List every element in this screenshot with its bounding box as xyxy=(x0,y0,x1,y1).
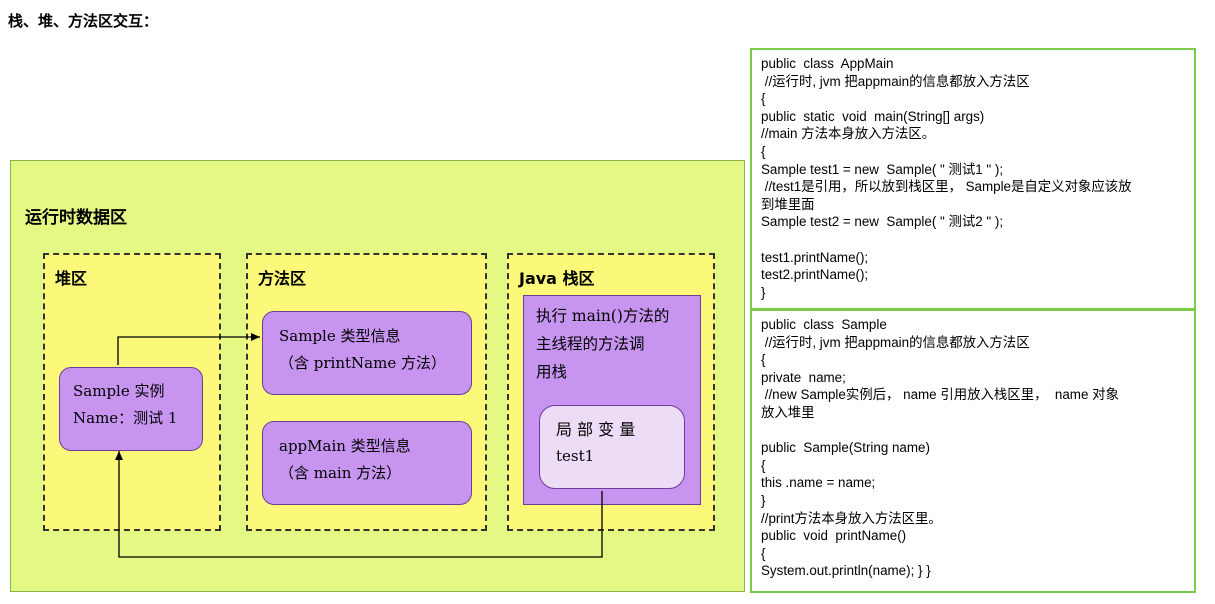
code-line: Sample test2 = new Sample( " 测试2 " ); xyxy=(761,214,1004,230)
code-line: Sample test1 = new Sample( " 测试1 " ); xyxy=(761,161,1004,177)
sample-type-info-line2: （含 printName 方法） xyxy=(279,354,446,372)
sample-instance-line2: Name：测试 1 xyxy=(73,409,178,427)
method-area-zone: 方法区 Sample 类型信息 （含 printName 方法） appMain… xyxy=(246,253,487,531)
main-thread-line1: 执行 main()方法的 xyxy=(536,307,670,325)
code-line: } xyxy=(761,284,766,300)
code-line: public class AppMain xyxy=(761,56,894,71)
local-var-to-instance-arrow xyxy=(115,451,603,558)
local-variables-title: 局 部 变 量 xyxy=(556,420,636,439)
main-thread-line2: 主线程的方法调 xyxy=(536,335,645,353)
reference-arrows xyxy=(115,333,603,558)
runtime-data-area-title: 运行时数据区 xyxy=(25,208,127,228)
code-line: public class Sample xyxy=(761,317,887,332)
code-line: //test1是引用，所以放到栈区里， Sample是自定义对象应该放 xyxy=(761,179,1132,195)
java-stack-label: Java 栈区 xyxy=(519,269,595,288)
code-line: public Sample(String name) xyxy=(761,440,930,456)
heap-zone: 堆区 Sample 实例 Name：测试 1 xyxy=(43,253,221,531)
local-variable-test1: test1 xyxy=(556,447,595,465)
code-line: public static void main(String[] args) xyxy=(761,108,985,124)
sample-instance-line1: Sample 实例 xyxy=(73,382,165,400)
sample-type-info-line1: Sample 类型信息 xyxy=(279,327,401,345)
heap-zone-label: 堆区 xyxy=(55,269,88,288)
local-variables-box: 局 部 变 量 test1 xyxy=(539,405,685,489)
main-thread-line3: 用栈 xyxy=(536,363,568,381)
runtime-data-area: 运行时数据区 堆区 Sample 实例 Name：测试 1 方法区 Sample… xyxy=(10,160,745,592)
code-line: 放入堆里 xyxy=(761,404,815,420)
code-line: //main 方法本身放入方法区。 xyxy=(761,126,936,142)
code-line: { xyxy=(761,91,766,107)
code-line: } xyxy=(761,492,766,508)
code-line: //print方法本身放入方法区里。 xyxy=(761,510,942,526)
appmain-type-info-line1: appMain 类型信息 xyxy=(279,437,411,455)
page-heading: 栈、堆、方法区交互： xyxy=(8,12,159,30)
code-line: { xyxy=(761,457,766,473)
code-line: //运行时, jvm 把appmain的信息都放入方法区 xyxy=(761,334,1030,350)
code-line: private name; xyxy=(761,369,846,385)
code-line: 到堆里面 xyxy=(761,196,815,212)
sample-type-info-box: Sample 类型信息 （含 printName 方法） xyxy=(262,311,472,395)
code-line: test1.printName(); xyxy=(761,249,869,265)
instance-to-class-arrow xyxy=(117,333,260,365)
code-line: this .name = name; xyxy=(761,475,876,491)
code-line: System.out.println(name); } } xyxy=(761,563,931,579)
code-line: //new Sample实例后， name 引用放入栈区里， name 对象 xyxy=(761,387,1119,403)
appmain-type-info-box: appMain 类型信息 （含 main 方法） xyxy=(262,421,472,505)
sample-code-box: public class Sample //运行时, jvm 把appmain的… xyxy=(750,309,1196,593)
code-line: public void printName() xyxy=(761,528,907,544)
code-line xyxy=(761,422,1185,440)
method-area-label: 方法区 xyxy=(258,269,307,288)
code-line: { xyxy=(761,352,766,368)
appmain-code-box: public class AppMain //运行时, jvm 把appmain… xyxy=(750,48,1196,310)
java-stack-zone: Java 栈区 执行 main()方法的 主线程的方法调 用栈 局 部 变 量 … xyxy=(507,253,715,531)
code-line: //运行时, jvm 把appmain的信息都放入方法区 xyxy=(761,73,1030,89)
sample-instance-box: Sample 实例 Name：测试 1 xyxy=(59,367,203,451)
code-line: { xyxy=(761,143,766,159)
appmain-type-info-line2: （含 main 方法） xyxy=(279,464,402,482)
code-line xyxy=(761,231,1185,249)
code-line: { xyxy=(761,545,766,561)
code-line: test2.printName(); xyxy=(761,267,869,283)
